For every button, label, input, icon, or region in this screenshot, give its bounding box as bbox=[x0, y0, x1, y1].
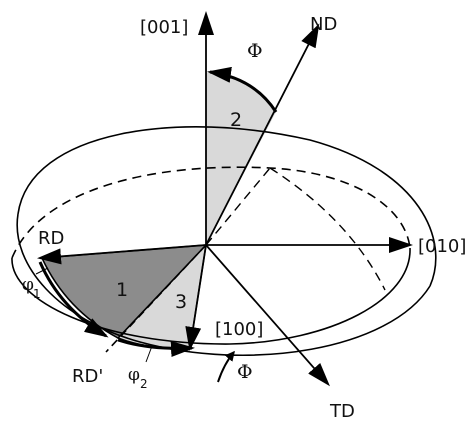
label-010: [010] bbox=[418, 236, 466, 257]
label-phi1-subscript: 1 bbox=[33, 287, 41, 301]
label-region-3: 3 bbox=[175, 291, 187, 313]
tilted-plane-back bbox=[17, 126, 437, 287]
axis-nd-arrow bbox=[205, 23, 320, 246]
axis-rd-prime-line bbox=[105, 244, 207, 353]
region-2-wedge bbox=[206, 72, 276, 245]
label-phi-bottom: Φ bbox=[237, 361, 253, 383]
label-phi2: φ bbox=[128, 365, 140, 385]
reference-plane-front bbox=[11, 247, 411, 345]
label-td: TD bbox=[329, 401, 355, 422]
phi2-arc bbox=[117, 338, 195, 357]
dashed-intersection-line bbox=[205, 167, 386, 291]
label-nd: ND bbox=[310, 14, 337, 35]
label-001: [001] bbox=[140, 17, 188, 38]
label-100: [100] bbox=[215, 319, 263, 340]
label-region-1: 1 bbox=[116, 279, 128, 301]
axis-100-arrow bbox=[185, 244, 207, 351]
label-phi-top: Φ bbox=[247, 40, 263, 62]
label-region-2: 2 bbox=[230, 109, 242, 131]
label-rd: RD bbox=[38, 228, 64, 249]
label-phi1: φ bbox=[22, 275, 34, 295]
label-rd-prime: RD' bbox=[72, 366, 103, 387]
reference-plane-back bbox=[11, 166, 411, 259]
phi1-leader bbox=[35, 267, 49, 275]
phi-top-arc bbox=[207, 66, 278, 113]
axis-rd-arrow bbox=[37, 244, 207, 265]
axis-td-arrow bbox=[205, 244, 330, 387]
phi1-arc bbox=[38, 261, 109, 338]
phi-bottom-arc bbox=[217, 350, 235, 383]
phi2-leader bbox=[145, 345, 153, 363]
label-phi2-subscript: 2 bbox=[140, 377, 148, 391]
